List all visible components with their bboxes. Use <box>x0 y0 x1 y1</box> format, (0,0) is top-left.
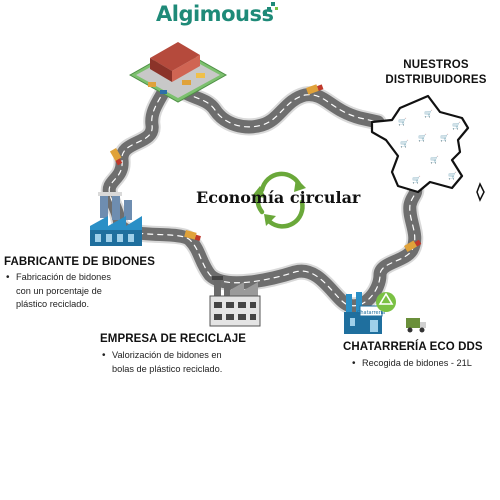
bullet-line: plástico reciclado. <box>16 299 90 309</box>
bullet-line: Fabricación de bidones <box>16 272 111 282</box>
center-title: Economía circular <box>196 188 361 207</box>
stage-list-manufacturer: Fabricación de bidones con un porcentaje… <box>4 271 111 312</box>
svg-text:🛒: 🛒 <box>448 171 457 180</box>
recycling-plant-icon <box>209 276 261 327</box>
bullet-line: Recogida de bidones - 21L <box>362 358 472 368</box>
bullet-item: Recogida de bidones - 21L <box>350 357 472 371</box>
bullet-item: Fabricación de bidones con un porcentaje… <box>4 271 111 312</box>
road <box>100 71 425 315</box>
stage-title-scrapyard: CHATARRERÍA ECO DDS <box>343 341 483 353</box>
bullet-line: bolas de plástico reciclado. <box>112 363 223 374</box>
distributors-title-line1: NUESTROS <box>403 59 469 71</box>
distributors-title-line2: DISTRIBUIDORES <box>385 74 487 86</box>
svg-text:🛒: 🛒 <box>400 139 409 148</box>
bullet-line: con un porcentaje de <box>16 285 102 296</box>
svg-text:🛒: 🛒 <box>452 121 461 130</box>
truck-icon <box>404 239 422 253</box>
bullet-item: Valorización de bidones en bolas de plás… <box>100 349 222 376</box>
truck-icon <box>109 148 123 166</box>
stage-title-recycling: EMPRESA DE RECICLAJE <box>100 333 246 345</box>
truck-icon <box>306 84 324 95</box>
stage-title-manufacturer: FABRICANTE DE BIDONES <box>4 256 155 268</box>
logo-mark-icon <box>263 2 278 16</box>
warehouse-icon <box>128 42 228 103</box>
svg-text:🛒: 🛒 <box>412 175 421 184</box>
cycle-arrows-icon <box>252 171 306 229</box>
svg-text:🛒: 🛒 <box>398 117 407 126</box>
stage-list-recycling: Valorización de bidones en bolas de plás… <box>100 349 222 376</box>
svg-text:🛒: 🛒 <box>418 133 427 142</box>
building-sign: Chatarreria <box>357 310 385 316</box>
truck-icon <box>184 230 201 241</box>
distributors-title: NUESTROS DISTRIBUIDORES <box>376 58 496 88</box>
factory-icon <box>90 192 142 246</box>
france-map-icon: 🛒🛒🛒 🛒🛒🛒 🛒🛒🛒 <box>370 94 485 202</box>
svg-text:🛒: 🛒 <box>424 109 433 118</box>
scrapyard-icon: Chatarreria <box>344 292 426 334</box>
brand-logo: Algimouss <box>156 2 274 26</box>
svg-text:🛒: 🛒 <box>440 133 449 142</box>
bullet-line: Valorización de bidones en <box>112 350 222 360</box>
svg-text:🛒: 🛒 <box>430 155 439 164</box>
recycle-icon <box>376 292 396 312</box>
stage-list-scrapyard: Recogida de bidones - 21L <box>350 357 472 371</box>
